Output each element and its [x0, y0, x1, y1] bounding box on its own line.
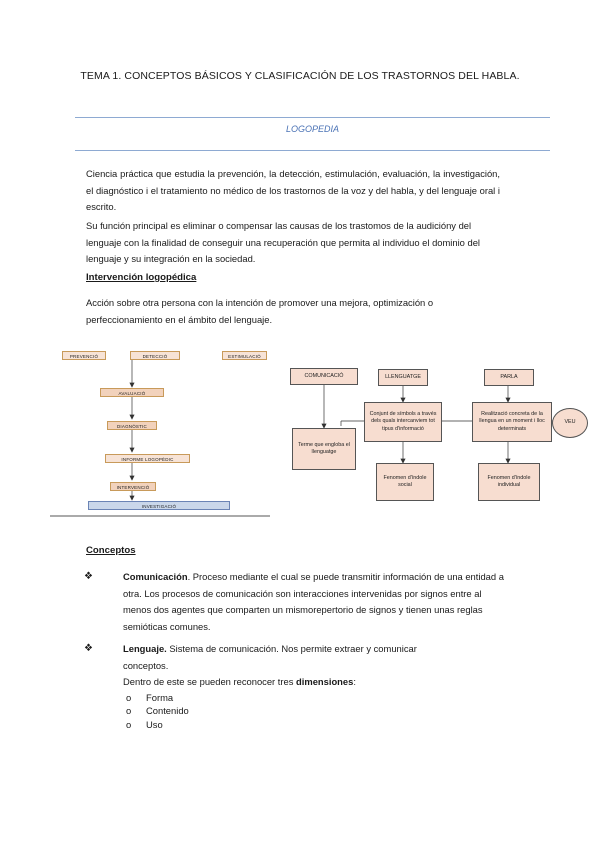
box-parla: PARLA — [484, 369, 534, 386]
concept-term: Lenguaje. — [123, 643, 167, 654]
concept-item-lenguaje: ❖ Lenguaje. Sistema de comunicación. Nos… — [84, 641, 506, 732]
function-paragraph: Su función principal es eliminar o compe… — [86, 220, 481, 264]
flow-intervencio: INTERVENCIÓ — [110, 482, 156, 491]
language-concepts-diagram: COMUNICACIÓ LLENGUATGE PARLA VEU Terme q… — [286, 364, 592, 506]
box-conjunt: Conjunt de símbols a través dels quals i… — [364, 402, 442, 442]
box-veu: VEU — [552, 408, 588, 438]
flowchart-arrows — [50, 360, 270, 517]
flow-diagnostic: DIAGNÒSTIC — [107, 421, 157, 430]
concept-text: . Proceso mediante el cual se puede tran… — [123, 571, 504, 632]
diamond-bullet-icon: ❖ — [84, 571, 93, 582]
page-title: TEMA 1. CONCEPTOS BÁSICOS Y CLASIFICACIÓ… — [80, 70, 520, 82]
concept-term: Comunicación — [123, 571, 188, 582]
definition-paragraph: Ciencia práctica que estudia la prevenci… — [86, 168, 500, 212]
dimensiones-line: Dentro de este se pueden reconocer tres … — [123, 676, 356, 687]
diamond-bullet-icon: ❖ — [84, 643, 93, 654]
box-fenomen-social: Fenomen d'índole social — [376, 463, 434, 501]
box-realitzacio: Realització concreta de la llengua en un… — [472, 402, 552, 442]
box-fenomen-individual: Fenomen d'índole individual — [478, 463, 540, 501]
concept-item-comunicacion: ❖ Comunicación. Proceso mediante el cual… — [84, 569, 506, 635]
intervention-heading: Intervención logopédica — [86, 272, 197, 283]
flow-estimulacio: ESTIMULACIÓ — [222, 351, 267, 360]
intervention-paragraph: Acción sobre otra persona con la intenci… — [86, 297, 434, 325]
concept-text: Sistema de comunicación. Nos permite ext… — [123, 643, 417, 671]
flow-informe: INFORME LOGOPÈDIC — [105, 454, 190, 463]
top-rule — [75, 117, 550, 118]
section-subtitle: LOGOPEDIA — [285, 124, 339, 134]
box-llenguatge: LLENGUATGE — [378, 369, 428, 386]
box-comunicacio: COMUNICACIÓ — [290, 368, 358, 385]
flow-prevencio: PREVENCIÓ — [62, 351, 106, 360]
bottom-rule — [75, 150, 550, 151]
intervention-flowchart: PREVENCIÓ DETECCIÓ ESTIMULACIÓ AVALUACIÓ… — [50, 340, 275, 525]
flow-avaluacio: AVALUACIÓ — [100, 388, 164, 397]
flow-deteccio: DETECCIÓ — [130, 351, 180, 360]
flow-investigacio: INVESTIGACIÓ — [88, 501, 230, 510]
conceptos-heading: Conceptos — [86, 545, 136, 556]
box-terme: Terme que engloba el llenguatge — [292, 428, 356, 470]
